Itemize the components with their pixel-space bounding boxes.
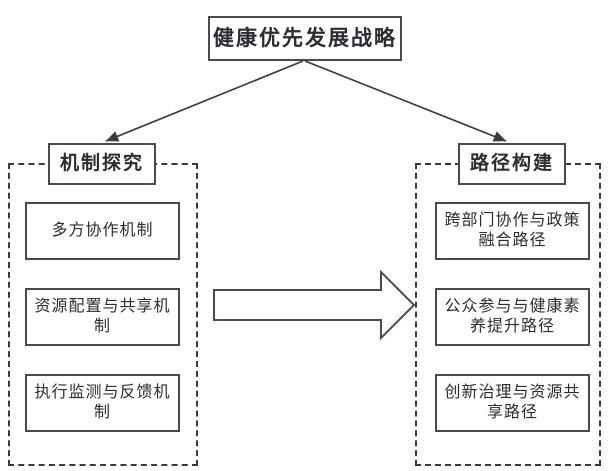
node-pathway-item-2-label: 公众参与与健康素养提升路径 — [444, 298, 581, 335]
group-header-pathway[interactable]: 路径构建 — [458, 143, 566, 185]
node-pathway-item-1[interactable]: 跨部门协作与政策融合路径 — [435, 202, 590, 260]
node-mechanism-item-3[interactable]: 执行监测与反馈机制 — [25, 374, 180, 432]
block-arrow-mechanism-to-pathway — [213, 269, 416, 341]
group-header-mechanism[interactable]: 机制探究 — [48, 143, 156, 185]
node-pathway-item-1-label: 跨部门协作与政策融合路径 — [444, 212, 581, 249]
node-mechanism-item-2-label: 资源配置与共享机制 — [34, 298, 171, 335]
diagram-title-text: 健康优先发展战略 — [213, 26, 397, 51]
node-pathway-item-2[interactable]: 公众参与与健康素养提升路径 — [435, 288, 590, 346]
group-header-mechanism-label: 机制探究 — [59, 153, 144, 175]
node-pathway-item-3[interactable]: 创新治理与资源共享路径 — [435, 374, 590, 432]
node-mechanism-item-1[interactable]: 多方协作机制 — [25, 202, 180, 260]
connector-title-to-mechanism — [105, 60, 304, 142]
diagram-title-node[interactable]: 健康优先发展战略 — [208, 16, 402, 61]
node-mechanism-item-2[interactable]: 资源配置与共享机制 — [25, 288, 180, 346]
node-mechanism-item-3-label: 执行监测与反馈机制 — [34, 384, 171, 421]
connector-title-to-pathway — [304, 60, 507, 142]
node-mechanism-item-1-label: 多方协作机制 — [51, 222, 154, 239]
node-pathway-item-3-label: 创新治理与资源共享路径 — [444, 384, 581, 421]
group-header-pathway-label: 路径构建 — [469, 153, 554, 175]
